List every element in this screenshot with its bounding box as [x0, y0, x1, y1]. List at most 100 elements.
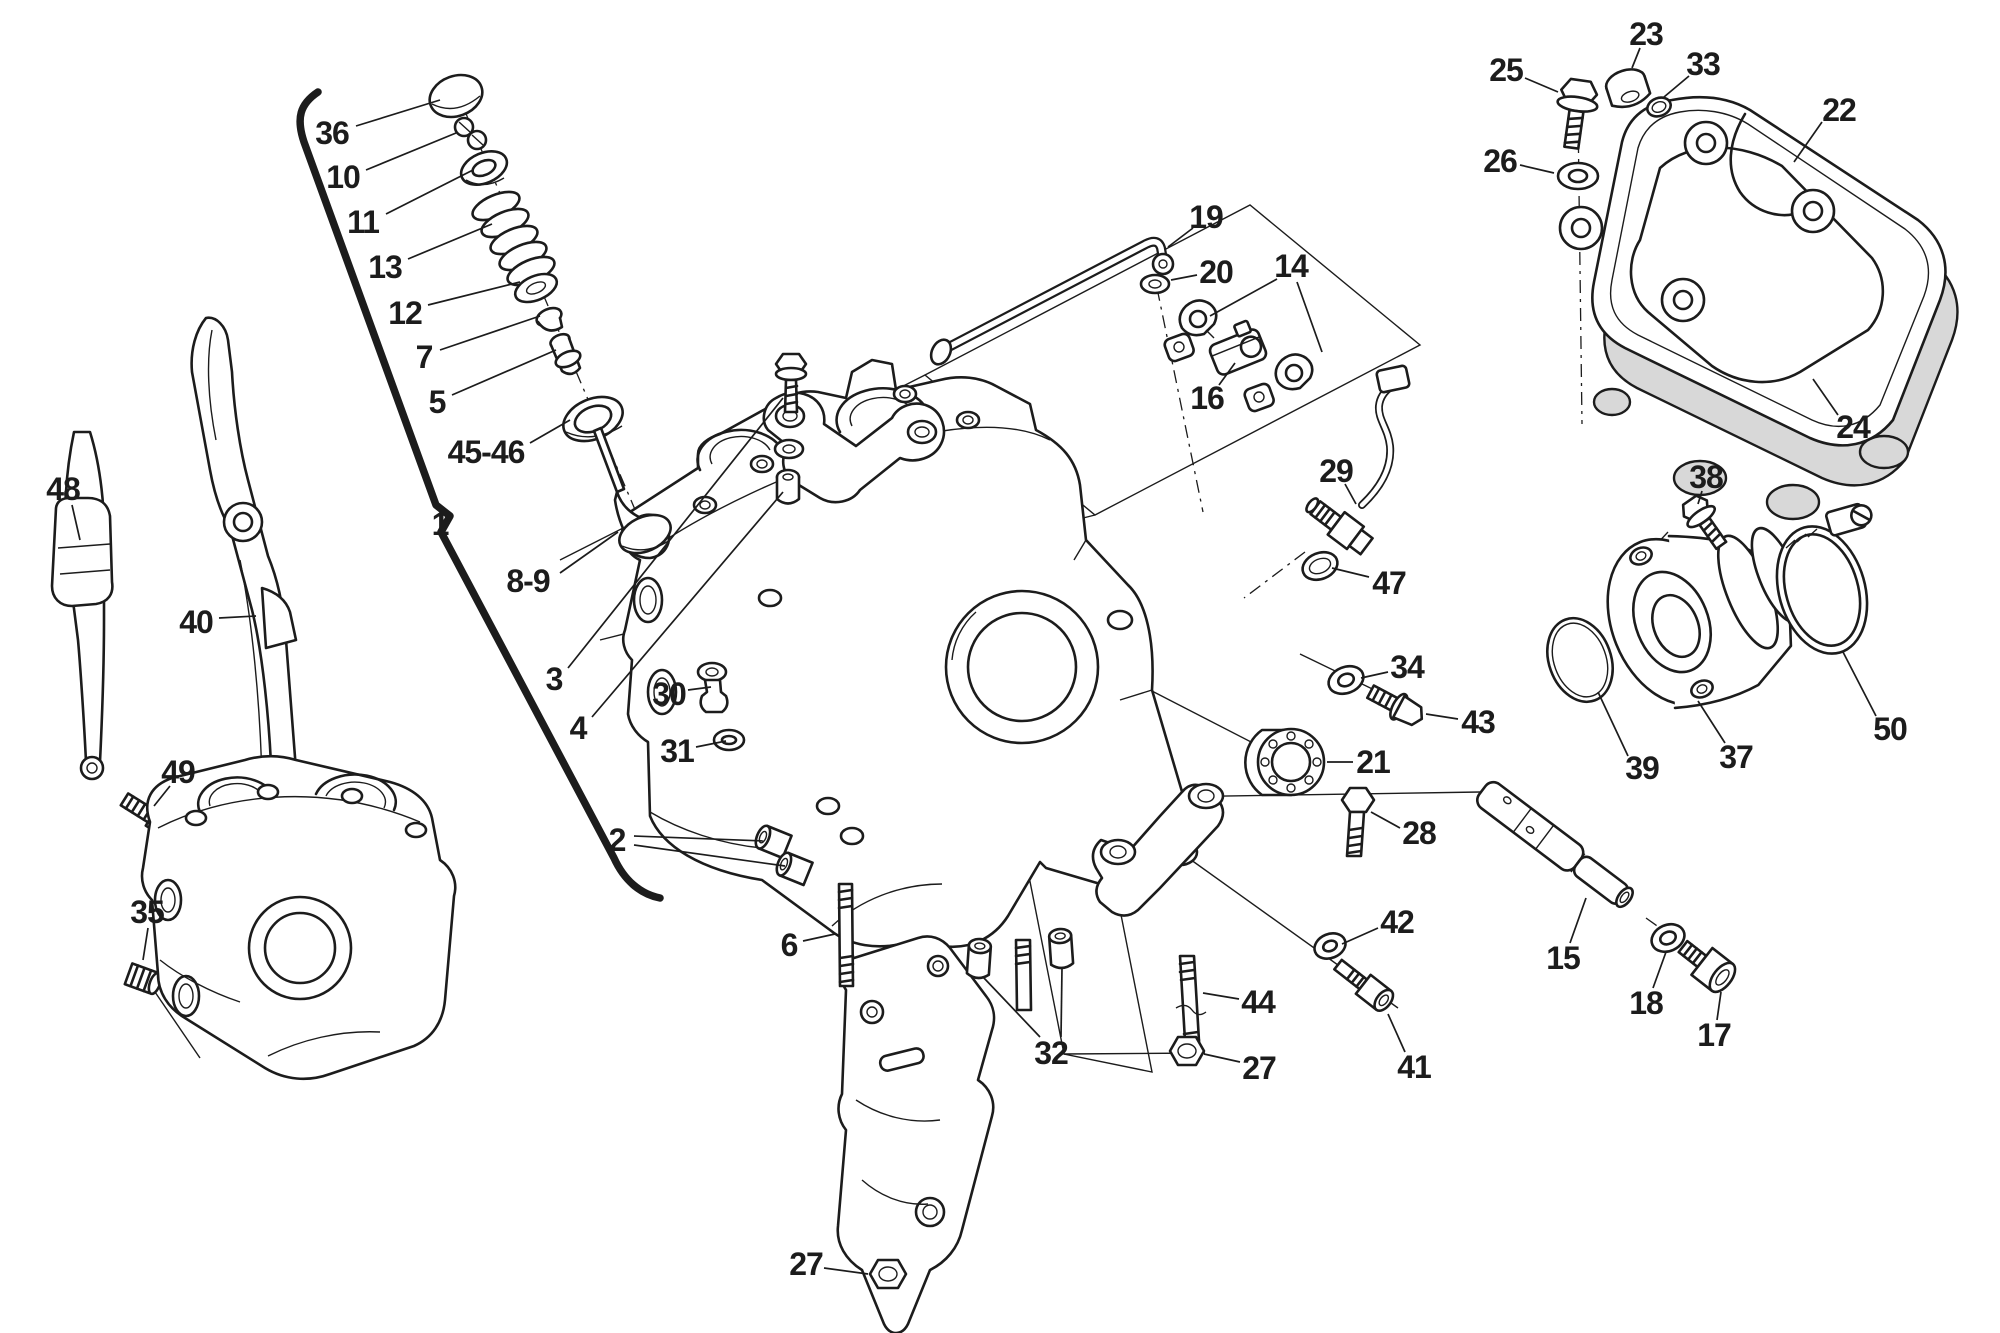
part-label-12: 12 — [388, 295, 423, 331]
flange-bolt-43 — [1365, 684, 1424, 727]
part-label-6: 6 — [780, 927, 799, 963]
leader-line — [591, 491, 784, 718]
washer-18 — [1650, 922, 1686, 954]
leader-line — [218, 615, 257, 619]
valve-cap-36 — [428, 73, 484, 119]
leader-line — [1569, 897, 1587, 944]
part-label-47: 47 — [1372, 565, 1407, 601]
leader-line — [1341, 927, 1379, 945]
o-ring-33 — [1646, 96, 1672, 118]
leader-line — [559, 531, 619, 574]
valve-seat-45-46 — [562, 395, 624, 443]
valve-seal-7 — [535, 306, 564, 332]
stud-6 — [837, 882, 855, 988]
leader-line — [1663, 75, 1690, 98]
group-bracket-line — [296, 88, 664, 902]
intake-manifold-37 — [1606, 526, 1804, 710]
rocker-spacer-4 — [775, 468, 801, 505]
part-label-33: 33 — [1686, 46, 1721, 82]
leader-line — [407, 223, 493, 260]
leader-line — [1344, 483, 1357, 505]
leader-line — [71, 504, 81, 541]
leader-line — [427, 281, 521, 306]
part-label-32: 32 — [1034, 1035, 1069, 1071]
lower-bracket — [836, 935, 996, 1333]
manifold-bolt-38 — [1681, 494, 1728, 551]
socket-bolt-17 — [1677, 939, 1737, 994]
rocker-shaft-15 — [1476, 780, 1634, 909]
leader-line — [1697, 490, 1703, 505]
part-label-29: 29 — [1319, 453, 1354, 489]
part-label-16: 16 — [1190, 380, 1225, 416]
leader-line — [1218, 362, 1236, 386]
valve-train-stack — [428, 73, 672, 560]
part-label-27: 27 — [789, 1246, 824, 1282]
part-label-18: 18 — [1629, 985, 1664, 1021]
part-label-28: 28 — [1402, 815, 1437, 851]
nut-27-upper — [1168, 1035, 1206, 1067]
center-stud — [1014, 938, 1033, 1012]
socket-bolt-41 — [1333, 958, 1395, 1013]
part-label-49: 49 — [161, 754, 196, 790]
cylinder-head-lower-view — [140, 754, 457, 1081]
part-label-3: 3 — [545, 661, 564, 697]
leader-line — [1842, 651, 1877, 717]
leader-line — [1524, 77, 1559, 93]
manifold-o-ring-39 — [1546, 616, 1614, 704]
part-label-15: 15 — [1546, 940, 1581, 976]
leader-line — [1793, 121, 1823, 163]
part-label-20: 20 — [1199, 254, 1234, 290]
leader-line — [633, 835, 765, 842]
cover-bolt-25 — [1556, 77, 1599, 150]
chain-guide-48 — [50, 430, 114, 781]
part-label-48: 48 — [46, 471, 81, 507]
leader-line — [1331, 567, 1370, 578]
part-label-21: 21 — [1356, 744, 1391, 780]
leader-line — [1370, 811, 1401, 829]
part-label-36: 36 — [315, 115, 350, 151]
leader-line — [1202, 992, 1240, 1000]
part-label-1: 1 — [431, 506, 450, 542]
leader-line — [823, 1267, 869, 1275]
leader-line — [1203, 1053, 1241, 1063]
part-label-11: 11 — [347, 204, 380, 240]
part-label-17: 17 — [1697, 1017, 1732, 1053]
leader-line — [385, 169, 474, 215]
o-ring-47 — [1301, 550, 1339, 582]
leader-line — [1597, 691, 1629, 757]
leader-line — [529, 419, 571, 444]
leader-line — [365, 132, 457, 171]
bolt-28 — [1340, 786, 1376, 858]
part-label-34: 34 — [1390, 649, 1425, 685]
part-label-22: 22 — [1822, 92, 1857, 128]
part-label-23: 23 — [1629, 16, 1664, 52]
leader-line — [1360, 671, 1389, 679]
adjuster-group-14-16 — [1163, 299, 1314, 413]
part-label-5: 5 — [428, 384, 447, 420]
part-label-19: 19 — [1189, 199, 1224, 235]
valve-spring-13 — [471, 190, 556, 287]
spring-seat-12 — [513, 272, 559, 304]
washer-31 — [712, 728, 746, 752]
nut-27-bottom — [868, 1258, 908, 1290]
part-label-31: 31 — [660, 733, 695, 769]
part-label-24: 24 — [1836, 409, 1871, 445]
leader-line — [1425, 713, 1459, 720]
leader-line — [695, 740, 727, 748]
leader-line — [633, 844, 786, 867]
part-label-41: 41 — [1397, 1049, 1432, 1085]
rocker-bolt-3 — [774, 352, 808, 414]
part-label-45-46: 45-46 — [447, 434, 526, 470]
leader-line — [451, 349, 557, 396]
leader-line — [1170, 274, 1198, 281]
leader-line — [355, 99, 441, 127]
leader-line — [687, 686, 712, 691]
leader-line — [1716, 991, 1722, 1021]
part-label-27: 27 — [1242, 1050, 1277, 1086]
leader-line — [802, 933, 836, 942]
part-label-10: 10 — [326, 159, 361, 195]
part-label-7: 7 — [415, 339, 434, 375]
part-label-13: 13 — [368, 249, 403, 285]
